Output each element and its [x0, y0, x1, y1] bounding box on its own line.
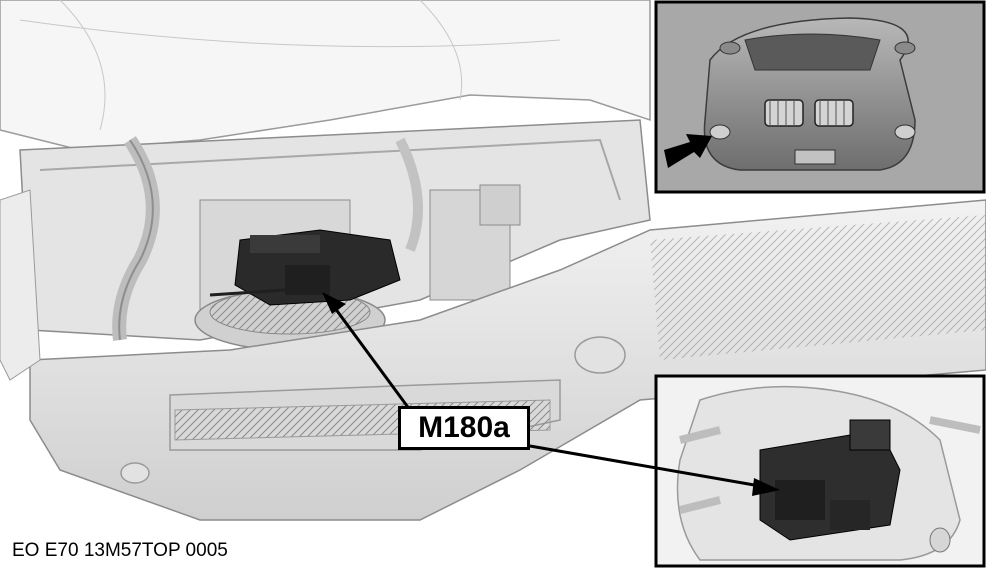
pointer-arrow-icon [664, 134, 712, 168]
figure-reference-caption: EO E70 13M57TOP 0005 [6, 538, 234, 564]
vehicle-hood [0, 0, 651, 151]
component-callout-label: M180a [398, 406, 530, 450]
inset-component-detail [654, 374, 986, 568]
actuator-component [209, 229, 401, 306]
inset-vehicle-front-view [654, 0, 986, 194]
front-bumper [0, 189, 986, 521]
leader-arrow-icon [322, 292, 780, 496]
